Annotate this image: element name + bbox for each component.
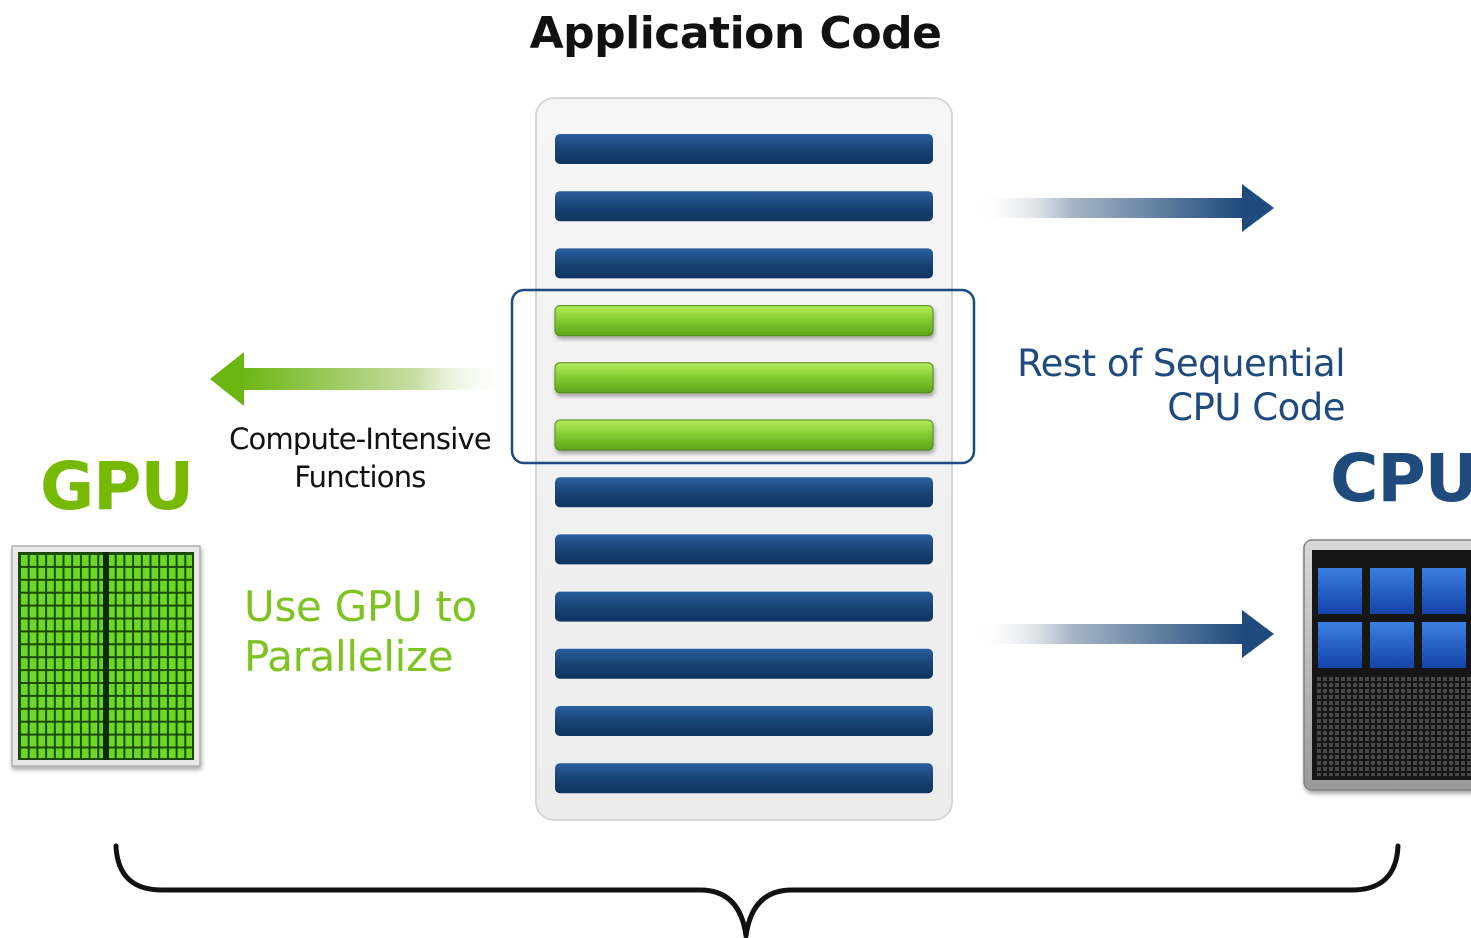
cpu-title: CPU — [1330, 440, 1471, 517]
code-panel — [535, 97, 953, 821]
arrow-right-icon — [976, 610, 1274, 658]
sequential-code-label: Rest of Sequential CPU Code — [985, 342, 1345, 430]
sequential-code-row — [555, 591, 933, 622]
sequential-code-row — [555, 763, 933, 794]
compute-label-line2: Functions — [294, 460, 426, 494]
sequential-code-row — [555, 134, 933, 164]
parallelize-label: Use GPU to Parallelize — [244, 582, 477, 682]
rest-label-line2: CPU Code — [1167, 386, 1345, 429]
sequential-code-row — [555, 477, 933, 508]
sequential-code-row — [555, 191, 933, 222]
compute-code-row — [554, 362, 934, 394]
arrow-left-icon — [210, 352, 510, 406]
compute-label-line1: Compute-Intensive — [229, 422, 492, 456]
cpu-chip-icon — [1303, 539, 1471, 791]
sequential-code-row — [555, 648, 933, 679]
parallelize-line1: Use GPU to — [244, 582, 477, 631]
compute-intensive-label: Compute-Intensive Functions — [215, 420, 505, 496]
compute-code-row — [554, 305, 934, 337]
sequential-code-row — [555, 534, 933, 565]
curly-brace-icon — [113, 843, 1401, 938]
sequential-code-row — [555, 248, 933, 279]
compute-code-row — [554, 419, 934, 451]
diagram-title: Application Code — [529, 8, 942, 59]
parallelize-line2: Parallelize — [244, 632, 454, 681]
compute-highlight-box — [510, 288, 976, 465]
gpu-chip-icon — [11, 545, 201, 767]
arrow-right-icon — [976, 184, 1274, 232]
sequential-code-row — [555, 706, 933, 736]
rest-label-line1: Rest of Sequential — [1017, 342, 1345, 385]
gpu-title: GPU — [40, 448, 194, 525]
